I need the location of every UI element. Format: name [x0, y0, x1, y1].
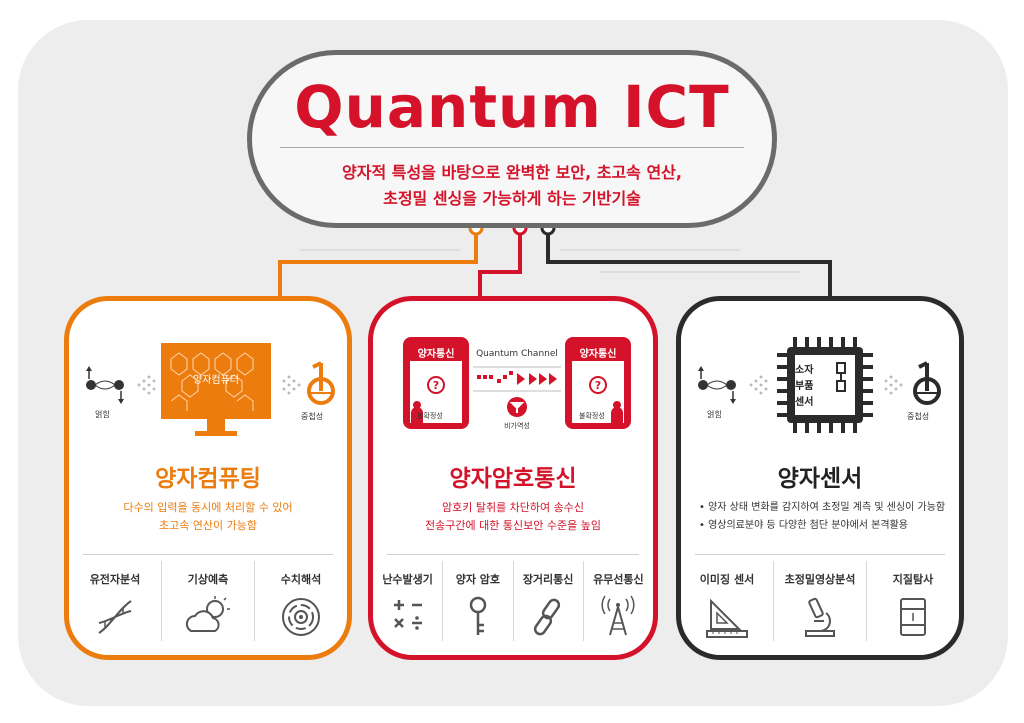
app-wired-wireless: 유무선통신	[582, 561, 653, 641]
entanglement-icon	[86, 366, 124, 404]
app-label: 기상예측	[187, 573, 229, 586]
quantum-sensor-card: 얽힘 소자 부품 센서 중첩성 양자센서 • 양자 상태 변화를 감지하여 초정…	[676, 296, 964, 660]
sensor-chip-icon	[777, 337, 873, 433]
quantum-sensor-bullet1: • 양자 상태 변화를 감지하여 초정밀 계측 및 센싱이 가능함	[699, 502, 946, 513]
dna-icon	[98, 600, 132, 634]
analysis-icon	[282, 598, 320, 636]
app-random-generator: 난수발생기	[373, 561, 442, 641]
header-desc-line1: 양자적 특성을 바탕으로 완벽한 보안, 초고속 연산,	[342, 163, 682, 182]
page-title: Quantum ICT	[294, 73, 730, 141]
entanglement-icon	[698, 366, 736, 404]
left-uncertainty-caption: 불확정성	[417, 412, 443, 420]
barrel-icon	[900, 598, 926, 636]
entanglement-caption: 얽힘	[95, 410, 110, 419]
weather-icon	[185, 596, 230, 632]
card-divider	[83, 554, 333, 555]
card-divider	[695, 554, 945, 555]
header-desc-line2: 초정밀 센싱을 가능하게 하는 기반기술	[383, 189, 641, 208]
arrow-dots-icon	[884, 375, 903, 395]
quantum-crypto-applications: 난수발생기 양자 암호 장거리통신	[373, 561, 653, 641]
app-label: 초정밀영상분석	[784, 573, 856, 586]
app-gene-analysis: 유전자분석	[69, 561, 161, 641]
superposition-icon	[307, 361, 335, 405]
app-geological-survey: 지질탐사	[866, 561, 959, 641]
app-quantum-cipher: 양자 암호	[442, 561, 512, 641]
card-divider	[387, 554, 639, 555]
svg-text:?: ?	[433, 379, 439, 392]
irreversibility-caption: 비가역성	[504, 422, 530, 430]
quantum-computing-desc-line1: 다수의 입력을 동시에 처리할 수 있어	[123, 501, 293, 514]
chip-line1: 소자	[795, 365, 814, 376]
irreversibility-icon	[507, 397, 527, 417]
superposition-icon	[913, 361, 941, 405]
app-weather-forecast: 기상예측	[161, 561, 254, 641]
chip-label: 소자 부품 센서	[795, 363, 813, 411]
quantum-crypto-card: ? 양자통신 불확정성 Quantum Channel 비가역성 ? 양자통신 …	[368, 296, 658, 660]
app-imaging-sensor: 이미징 센서	[681, 561, 773, 641]
quantum-channel-label: Quantum Channel	[476, 349, 558, 359]
app-label: 난수발생기	[382, 573, 433, 586]
quantum-computing-title: 양자컴퓨팅	[155, 466, 261, 492]
left-box-label: 양자통신	[417, 349, 455, 360]
quantum-crypto-desc-line2: 전송구간에 대한 통신보안 수준을 높임	[425, 519, 601, 532]
quantum-sensor-bullet2: • 영상의료분야 등 다양한 첨단 분야에서 본격활용	[699, 520, 908, 531]
quantum-ict-header: Quantum ICT 양자적 특성을 바탕으로 완벽한 보안, 초고속 연산,…	[247, 50, 777, 228]
quantum-channel-signal	[473, 366, 561, 392]
arrow-dots-icon	[749, 375, 768, 395]
app-numerical-analysis: 수치해석	[254, 561, 347, 641]
app-precision-imaging: 초정밀영상분석	[773, 561, 866, 641]
microscope-icon	[805, 597, 835, 637]
quantum-crypto-title: 양자암호통신	[449, 466, 577, 492]
quantum-computing-desc-line2: 초고속 연산이 가능함	[158, 519, 258, 532]
quantum-sensor-title: 양자센서	[777, 466, 863, 492]
superposition-caption: 중첩성	[301, 412, 324, 421]
quantum-computing-card: 얽힘 양자컴퓨터 중첩성 양자컴퓨팅 다수의 입력을 동시에 처리할 수 있어 …	[64, 296, 352, 660]
app-label: 지질탐사	[892, 573, 934, 586]
svg-text:?: ?	[595, 379, 601, 392]
right-box-label: 양자통신	[579, 349, 617, 360]
app-label: 이미징 센서	[699, 573, 755, 586]
quantum-computer-icon	[161, 343, 271, 436]
arrow-dots-icon	[282, 375, 301, 395]
header-divider	[280, 147, 744, 148]
link-icon	[534, 598, 561, 636]
arrow-dots-icon	[137, 375, 156, 395]
app-label: 유무선통신	[593, 573, 644, 586]
key-icon	[469, 596, 487, 635]
chip-line3: 센서	[795, 397, 814, 408]
superposition-caption: 중첩성	[907, 412, 930, 421]
math-icon	[393, 600, 422, 630]
right-uncertainty-caption: 불확정성	[579, 412, 605, 420]
quantum-computing-applications: 유전자분석 기상예측 수치해석	[69, 561, 347, 641]
quantum-crypto-desc-line1: 암호키 탈취를 차단하여 송수신	[441, 501, 585, 514]
quantum-sensor-applications: 이미징 센서 초정밀영상분석 지질탐사	[681, 561, 959, 641]
app-label: 유전자분석	[89, 573, 141, 586]
ruler-icon	[706, 598, 748, 638]
chip-line2: 부품	[795, 381, 814, 392]
quantum-comm-device-right: ?	[565, 337, 631, 429]
app-label: 장거리통신	[522, 573, 574, 586]
tower-icon	[601, 595, 635, 636]
quantum-comm-device-left: ?	[403, 337, 469, 429]
quantum-computer-label: 양자컴퓨터	[193, 375, 239, 386]
app-label: 수치해석	[280, 573, 322, 586]
app-label: 양자 암호	[455, 573, 501, 586]
app-long-distance: 장거리통신	[512, 561, 583, 641]
entanglement-caption: 얽힘	[707, 410, 722, 419]
